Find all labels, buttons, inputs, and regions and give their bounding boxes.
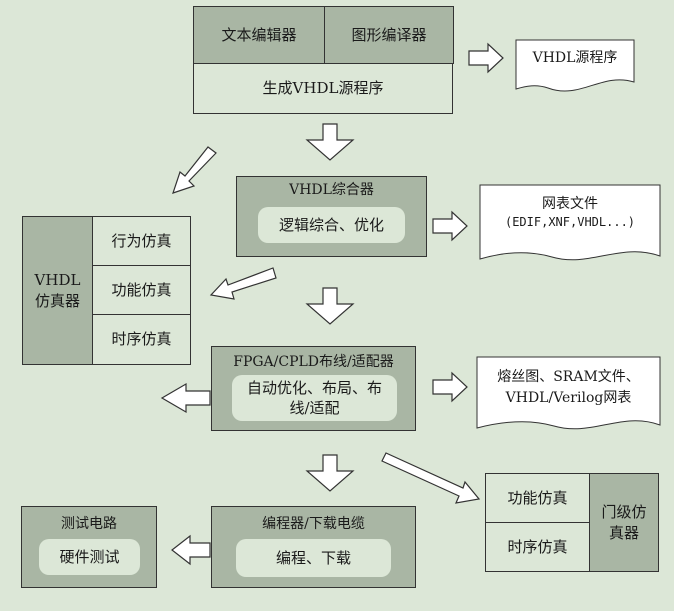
arrow-diagonal-icon [381, 452, 481, 504]
fitter-block: FPGA/CPLD布线/适配器 自动优化、布局、布 线/适配 [211, 346, 416, 431]
generate-source-label: 生成VHDL源程序 [262, 79, 384, 98]
fuse-label-1: 熔丝图、SRAM文件、 [497, 369, 640, 385]
simulator-block: VHDL 仿真器 行为仿真 功能仿真 时序仿真 [22, 216, 191, 365]
sim-function-cell: 功能仿真 [93, 266, 190, 315]
netlist-label-2: (EDIF,XNF,VHDL...) [504, 215, 636, 229]
sim-timing-label: 时序仿真 [111, 330, 172, 349]
arrow-down-icon [305, 454, 355, 492]
simulator-label-cell: VHDL 仿真器 [23, 217, 93, 364]
graphic-editor-label: 图形编译器 [351, 25, 427, 44]
sim-behavior-cell: 行为仿真 [93, 217, 190, 266]
text-editor-label: 文本编辑器 [221, 25, 297, 44]
programmer-action: 编程、下载 [236, 539, 391, 577]
vhdl-source-document [515, 39, 635, 92]
generate-source-cell: 生成VHDL源程序 [194, 64, 452, 113]
synthesizer-action: 逻辑综合、优化 [258, 207, 405, 243]
test-action: 硬件测试 [39, 539, 140, 575]
netlist-label-1: 网表文件 [542, 196, 598, 212]
gate-sim-function-cell: 功能仿真 [486, 474, 590, 523]
fuse-label-2: VHDL/Verilog网表 [505, 390, 632, 406]
gate-sim-block: 功能仿真 时序仿真 门级仿 真器 [485, 473, 659, 572]
arrow-diagonal-icon [209, 267, 277, 300]
gate-sim-function-label: 功能仿真 [507, 488, 568, 507]
sim-timing-cell: 时序仿真 [93, 315, 190, 364]
programmer-title: 编程器/下载电缆 [262, 516, 365, 532]
netlist-document [479, 184, 661, 261]
gate-sim-label: 门级仿 真器 [601, 503, 647, 542]
editors-block: 文本编辑器 图形编译器 生成VHDL源程序 [193, 6, 454, 114]
gate-sim-timing-label: 时序仿真 [507, 537, 568, 556]
arrow-down-icon [305, 123, 355, 161]
sim-function-label: 功能仿真 [111, 280, 172, 299]
fitter-title: FPGA/CPLD布线/适配器 [233, 354, 394, 370]
arrow-down-icon [305, 287, 355, 325]
graphic-editor-cell: 图形编译器 [324, 6, 454, 64]
gate-sim-label-cell: 门级仿 真器 [590, 474, 658, 571]
arrow-diagonal-icon [160, 382, 211, 414]
programmer-block: 编程器/下载电缆 编程、下载 [211, 506, 416, 588]
synthesizer-block: VHDL综合器 逻辑综合、优化 [236, 176, 427, 257]
arrow-right-icon [432, 371, 468, 403]
text-editor-cell: 文本编辑器 [193, 6, 325, 64]
arrow-right-icon [468, 42, 504, 74]
synthesizer-title: VHDL综合器 [289, 182, 374, 198]
gate-sim-timing-cell: 时序仿真 [486, 523, 590, 571]
arrow-left-icon [171, 534, 211, 566]
test-title: 测试电路 [61, 516, 117, 532]
sim-behavior-label: 行为仿真 [111, 231, 172, 250]
fuse-document [476, 356, 661, 430]
test-block: 测试电路 硬件测试 [21, 506, 157, 588]
vhdl-source-label: VHDL源程序 [532, 50, 618, 66]
arrow-right-icon [432, 210, 468, 242]
arrow-diagonal-icon [172, 146, 217, 194]
simulator-label: VHDL 仿真器 [34, 271, 81, 310]
fitter-action: 自动优化、布局、布 线/适配 [232, 375, 397, 421]
